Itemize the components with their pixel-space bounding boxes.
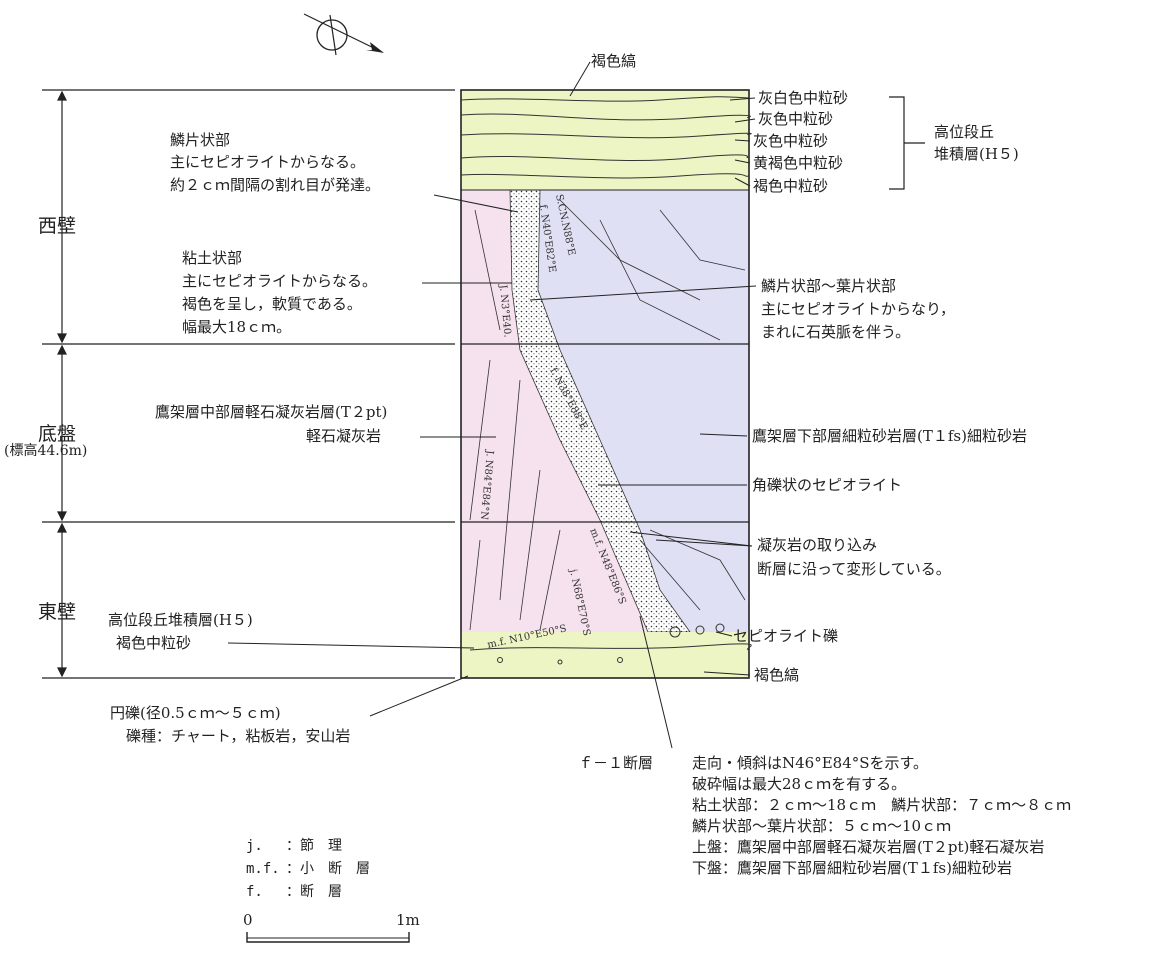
- label-floor: 底盤: [38, 423, 76, 445]
- fault-desc-5: 下盤：鷹架層下部層細粒砂岩層(T１fs)細粒砂岩: [692, 859, 1012, 877]
- legend-key-0: j.: [246, 838, 263, 854]
- label-top-brown-band: 褐色縞: [591, 52, 636, 70]
- label-floor-elevation: (標高44.6m): [4, 442, 87, 459]
- fault-desc-3: 鱗片状部～葉片状部：５ｃｍ～10ｃｍ: [692, 817, 951, 835]
- scaly-part-line2: 約２ｃｍ間隔の割れ目が発達。: [170, 176, 380, 194]
- north-arrow-icon: [303, 13, 384, 56]
- scaly-part-title: 鱗片状部: [170, 131, 230, 149]
- terrace-lower-title: 高位段丘堆積層(H５): [108, 611, 253, 629]
- breccia-label: 角礫状のセピオライト: [752, 476, 902, 494]
- terrace-group-subtitle: 堆積層(H５): [934, 145, 1019, 163]
- lower-unit-label: 鷹架層下部層細粒砂岩層(T１fs)細粒砂岩: [752, 427, 1027, 445]
- legend-key-2: f.: [246, 884, 263, 900]
- scale-one: 1m: [396, 911, 420, 929]
- clay-part-title: 粘土状部: [182, 249, 242, 267]
- fault-desc-4: 上盤：鷹架層中部層軽石凝灰岩層(T２pt)軽石凝灰岩: [692, 838, 1044, 856]
- scaly-foliated-title: 鱗片状部～葉片状部: [761, 277, 896, 295]
- terrace-top-fill: [461, 90, 749, 190]
- tuff-inclusion-title: 凝灰岩の取り込み: [757, 536, 877, 554]
- fault-desc-1: 破砕幅は最大28ｃｍを有する。: [692, 775, 906, 793]
- scale-zero: 0: [243, 911, 253, 929]
- fault-description: 走向・傾斜はN46°E84°Sを示す。 破砕幅は最大28ｃｍを有する。 粘土状部…: [692, 754, 1071, 877]
- legend: j. ：節 理 m.f. ：小 断 層 f. ：断 層: [246, 837, 370, 900]
- upper-unit-rock: 軽石凝灰岩: [306, 427, 381, 445]
- layer-label-4: 褐色中粒砂: [753, 177, 828, 195]
- terrace-bottom-fill: [461, 632, 749, 678]
- gravel-title: 円礫(径0.5ｃｍ～５ｃｍ): [110, 704, 281, 722]
- label-east-wall: 東壁: [38, 601, 76, 623]
- label-bottom-brown-band: 褐色縞: [754, 666, 799, 684]
- annot-upper-small: J. N3°E40.: [497, 283, 513, 338]
- legend-value-0: ：節 理: [286, 837, 342, 854]
- layer-label-0: 灰白色中粒砂: [758, 89, 848, 107]
- fault-desc-0: 走向・傾斜はN46°E84°Sを示す。: [692, 754, 928, 772]
- scale-bar: 0 1m: [243, 911, 420, 943]
- legend-value-2: ：断 層: [286, 884, 342, 900]
- gravel-types: 礫種：チャート，粘板岩，安山岩: [126, 727, 350, 745]
- sepiolite-gravel-label: セピオライト礫: [733, 627, 838, 645]
- fault-name: ｆ－１断層: [578, 754, 653, 772]
- terrace-lower-sand: 褐色中粒砂: [116, 634, 191, 652]
- upper-unit-title: 鷹架層中部層軽石凝灰岩層(T２pt): [155, 403, 387, 421]
- clay-part-line3: 幅最大18ｃｍ。: [182, 318, 291, 336]
- scaly-foliated-line1: 主にセピオライトからなり，: [761, 300, 955, 318]
- legend-key-1: m.f.: [246, 861, 280, 877]
- scaly-foliated-line2: まれに石英脈を伴う。: [761, 323, 910, 341]
- clay-part-line2: 褐色を呈し，軟質である。: [182, 295, 362, 313]
- layer-labels: 灰白色中粒砂 灰色中粒砂 灰色中粒砂 黄褐色中粒砂 褐色中粒砂: [729, 89, 848, 195]
- terrace-group-title: 高位段丘: [934, 123, 994, 141]
- legend-value-1: ：小 断 層: [286, 861, 370, 877]
- layer-label-3: 黄褐色中粒砂: [753, 154, 843, 172]
- scaly-part-line1: 主にセピオライトからなる。: [170, 153, 365, 171]
- fault-desc-2: 粘土状部：２ｃｍ～18ｃｍ 鱗片状部：７ｃｍ～８ｃｍ: [692, 796, 1071, 814]
- layer-label-2: 灰色中粒砂: [753, 132, 828, 150]
- wall-scale: [42, 89, 455, 679]
- section-panel: S.CN.N88°E f. N40°E82°E J. N3°E40. f. N3…: [460, 89, 752, 679]
- clay-part-line1: 主にセピオライトからなる。: [182, 272, 377, 290]
- tuff-inclusion-note: 断層に沿って変形している。: [757, 560, 951, 578]
- layer-label-1: 灰色中粒砂: [758, 110, 833, 128]
- label-west-wall: 西壁: [38, 215, 76, 237]
